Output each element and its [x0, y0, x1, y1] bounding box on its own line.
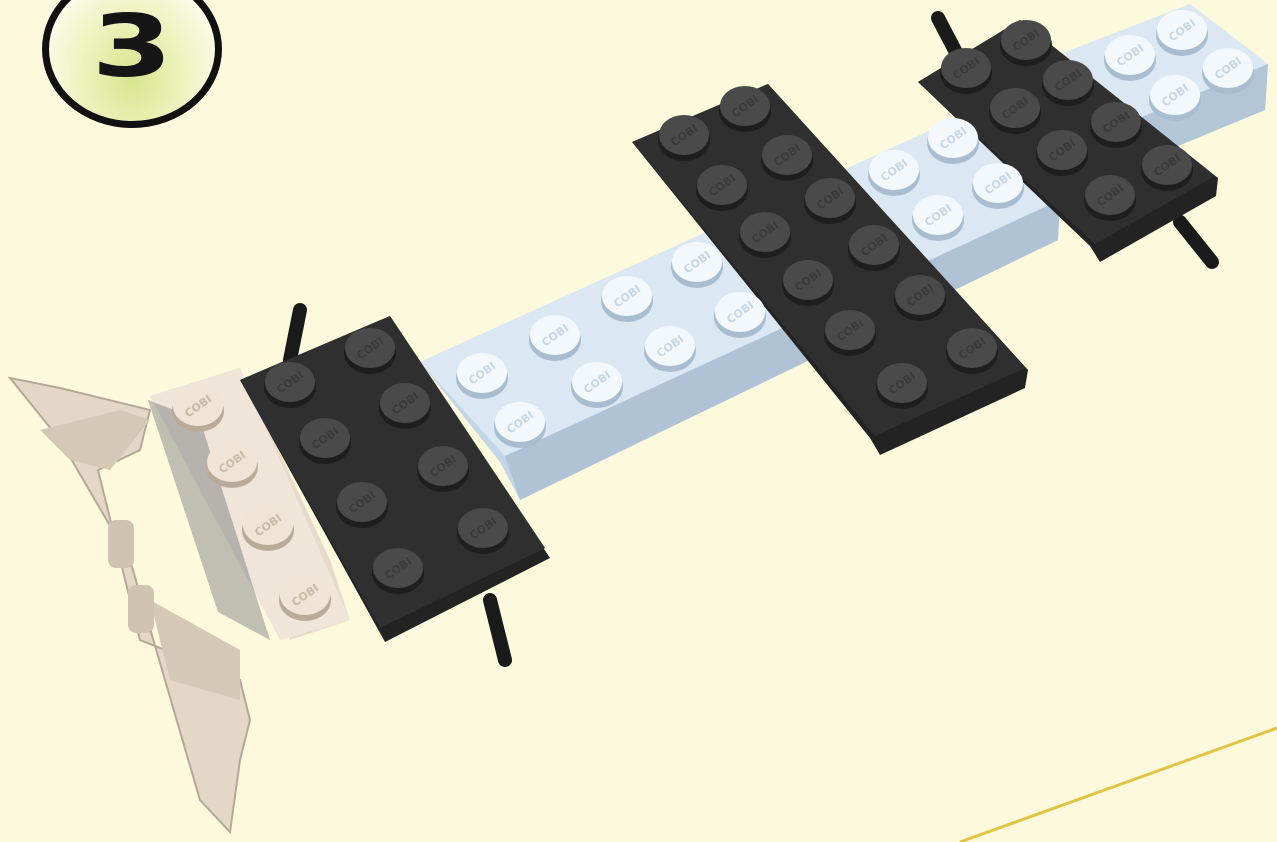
stud: COBI	[456, 353, 508, 399]
stud: COBI	[601, 276, 653, 322]
tan-mudguard-bracket	[7, 376, 252, 835]
stud: COBI	[571, 362, 623, 408]
stud: COBI	[876, 363, 928, 409]
stud: COBI	[1000, 20, 1052, 66]
stud: COBI	[739, 212, 791, 258]
stud: COBI	[848, 225, 900, 271]
stud: COBI	[696, 165, 748, 211]
stud: COBI	[1202, 48, 1254, 94]
stud: COBI	[912, 195, 964, 241]
stud: COBI	[714, 292, 766, 338]
stud: COBI	[1084, 175, 1136, 221]
step-number: 3	[91, 0, 173, 97]
stud: COBI	[417, 446, 469, 492]
stud: COBI	[1149, 75, 1201, 121]
stud: COBI	[1042, 60, 1094, 106]
stud: COBI	[1141, 145, 1193, 191]
tan-plate-1x4	[148, 368, 350, 640]
stud: COBI	[206, 442, 258, 488]
stud: COBI	[264, 362, 316, 408]
stud: COBI	[1036, 130, 1088, 176]
step-badge: 3	[42, 0, 222, 128]
stud: COBI	[379, 383, 431, 429]
stud: COBI	[719, 86, 771, 132]
stud: COBI	[804, 178, 856, 224]
stud: COBI	[824, 310, 876, 356]
stud: COBI	[372, 548, 424, 594]
stud: COBI	[940, 48, 992, 94]
stud: COBI	[172, 386, 224, 432]
stud: COBI	[644, 326, 696, 372]
stud: COBI	[1156, 10, 1208, 56]
stud: COBI	[782, 260, 834, 306]
stud: COBI	[1090, 102, 1142, 148]
stud: COBI	[336, 482, 388, 528]
stud: COBI	[279, 575, 331, 621]
stud: COBI	[529, 315, 581, 361]
stud: COBI	[457, 508, 509, 554]
stud: COBI	[242, 505, 294, 551]
stud: COBI	[658, 115, 710, 161]
stud: COBI	[1104, 35, 1156, 81]
stud: COBI	[494, 402, 546, 448]
stud: COBI	[972, 163, 1024, 209]
stud: COBI	[671, 242, 723, 288]
stud: COBI	[946, 328, 998, 374]
stud: COBI	[299, 418, 351, 464]
stud: COBI	[989, 88, 1041, 134]
stud-layer: COBICOBICOBICOBICOBICOBICOBICOBICOBICOBI…	[172, 10, 1254, 621]
stud: COBI	[344, 328, 396, 374]
stud: COBI	[868, 150, 920, 196]
stud: COBI	[927, 118, 979, 164]
stud: COBI	[761, 135, 813, 181]
guide-line	[959, 726, 1277, 842]
stud: COBI	[894, 275, 946, 321]
